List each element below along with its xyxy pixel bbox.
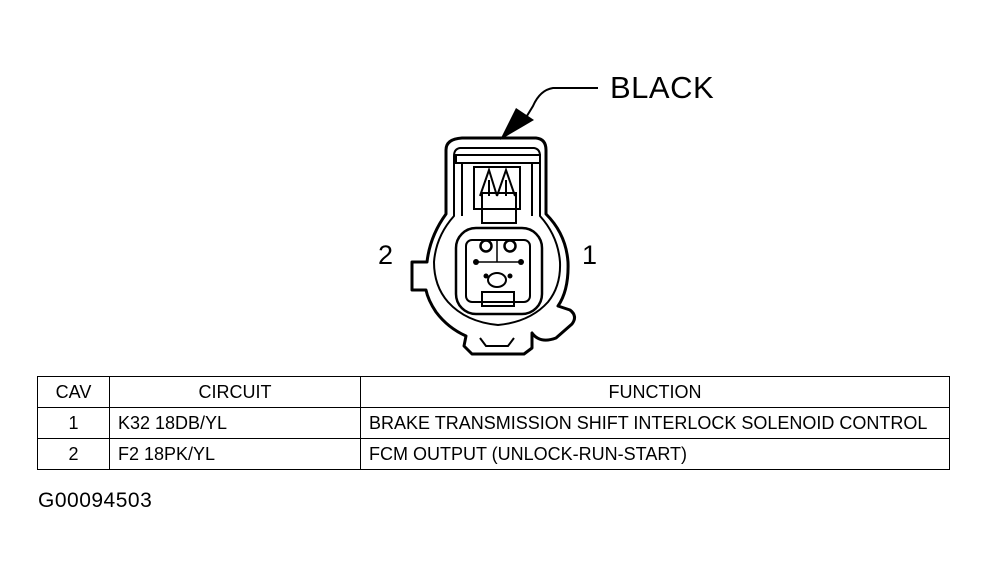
cavity-face [454, 226, 544, 316]
color-leader [521, 87, 598, 125]
connector-color-label: BLACK [610, 70, 715, 105]
row-function: BRAKE TRANSMISSION SHIFT INTERLOCK SOLEN… [360, 407, 950, 439]
table-row: 2 F2 18PK/YL FCM OUTPUT (UNLOCK-RUN-STAR… [37, 438, 950, 470]
color-leader-arrowhead [500, 108, 534, 140]
bottom-tab [479, 337, 515, 347]
connector-diagram [410, 87, 598, 356]
cavity-dots [473, 259, 524, 279]
header-function: FUNCTION [360, 376, 950, 408]
center-key [487, 272, 507, 288]
table-header-row: CAV CIRCUIT FUNCTION [37, 376, 950, 408]
connector-housing [410, 136, 577, 356]
figure-id: G00094503 [38, 489, 153, 512]
row-cav: 2 [37, 438, 110, 470]
pin-1-label: 1 [582, 240, 598, 270]
header-circuit: CIRCUIT [109, 376, 361, 408]
pin-2-label: 2 [378, 240, 394, 270]
row-cav: 1 [37, 407, 110, 439]
row-function: FCM OUTPUT (UNLOCK-RUN-START) [360, 438, 950, 470]
row-circuit: K32 18DB/YL [109, 407, 361, 439]
cavity-1-terminal [503, 239, 517, 253]
connector-latch [455, 154, 541, 224]
pinout-table: CAV CIRCUIT FUNCTION 1 K32 18DB/YL BRAKE… [37, 376, 950, 470]
header-cav: CAV [37, 376, 110, 408]
table-row: 1 K32 18DB/YL BRAKE TRANSMISSION SHIFT I… [37, 407, 950, 439]
row-circuit: F2 18PK/YL [109, 438, 361, 470]
cavity-2-terminal [479, 239, 493, 253]
